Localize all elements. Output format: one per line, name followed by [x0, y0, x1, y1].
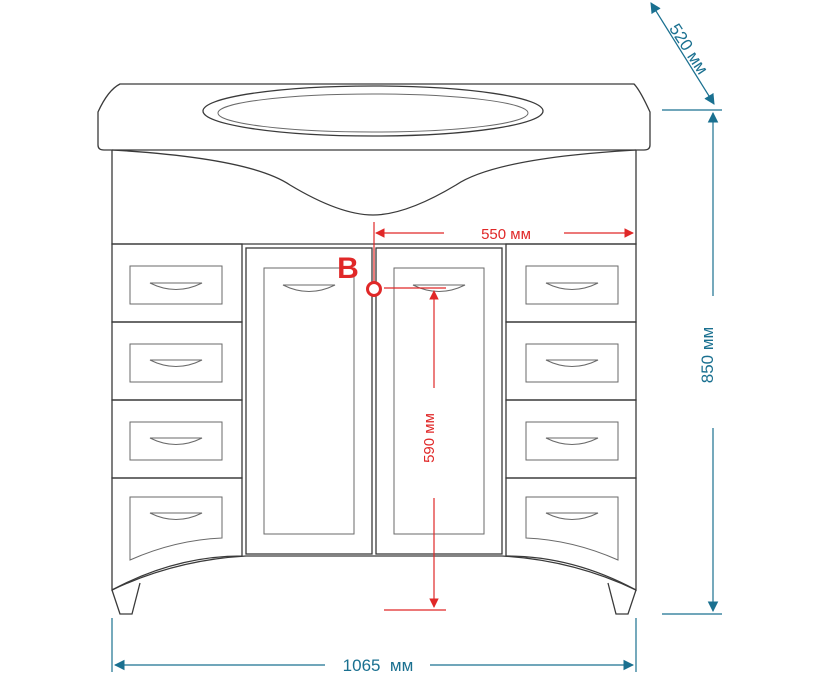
drain-point-marker [366, 281, 382, 297]
drain-offset-dimension: 550 мм [373, 222, 634, 282]
cabinet-drawing [97, 83, 651, 615]
basin-bowl-inner [217, 93, 529, 133]
drain-height-label: 590 мм [421, 413, 438, 463]
basin-top [97, 83, 651, 151]
leg-right [607, 582, 637, 615]
plinth [111, 555, 637, 591]
left-drawers [111, 243, 243, 592]
basin-underside [111, 149, 637, 216]
depth-label: 520 мм [665, 20, 712, 78]
basin-bowl-outer [202, 85, 544, 137]
drain-point-label: В [337, 252, 359, 285]
right-drawers [505, 243, 637, 592]
drain-height-dimension: 590 мм [384, 287, 446, 611]
drain-point: В [337, 252, 382, 297]
depth-dimension: 520 мм [650, 2, 715, 105]
height-dimension: 850 мм [662, 109, 722, 615]
height-label: 850 мм [698, 327, 717, 383]
leg-left [111, 582, 141, 615]
center-doors [245, 247, 503, 555]
width-dimension: 1065 мм [111, 618, 637, 675]
drain-offset-label: 550 мм [481, 226, 531, 243]
width-label: 1065 мм [343, 656, 414, 675]
